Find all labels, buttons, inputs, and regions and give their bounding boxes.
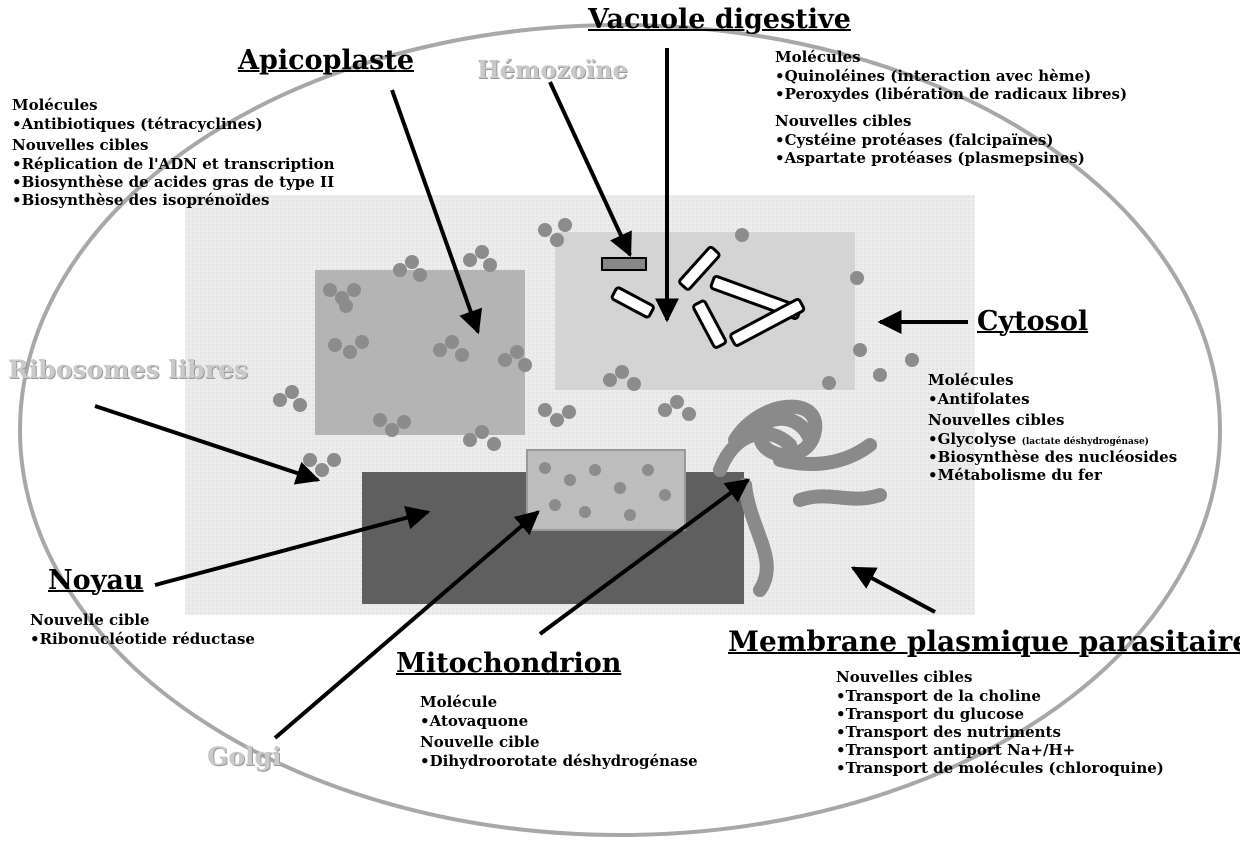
- membrane-info: Nouvelles cibles •Transport de la cholin…: [836, 670, 1164, 779]
- list-item: •Glycolyse (lactate déshydrogénase): [928, 432, 1177, 447]
- vacuole-targets-list: •Cystéine protéases (falcipaïnes) •Aspar…: [775, 133, 1127, 166]
- hemozoine-title: Hémozoïne: [477, 58, 628, 82]
- mito-targets-list: •Dihydroorotate déshydrogénase: [420, 754, 698, 769]
- list-item: •Dihydroorotate déshydrogénase: [420, 754, 698, 769]
- vacuole-targets-label: Nouvelles cibles: [775, 114, 1127, 129]
- list-item: •Atovaquone: [420, 714, 698, 729]
- list-item: •Antibiotiques (tétracyclines): [12, 117, 335, 132]
- vacuole-title: Vacuole digestive: [588, 6, 851, 33]
- mitochondrion-info: Molécule •Atovaquone Nouvelle cible •Dih…: [420, 695, 698, 772]
- apicoplast-molecules-label: Molécules: [12, 98, 335, 113]
- mito-molecules-list: •Atovaquone: [420, 714, 698, 729]
- cytosol-targets-list: •Glycolyse (lactate déshydrogénase) •Bio…: [928, 432, 1177, 483]
- list-item: •Aspartate protéases (plasmepsines): [775, 151, 1127, 166]
- mitochondrion-shape: [527, 450, 685, 530]
- list-item: •Transport antiport Na+/H+: [836, 743, 1164, 758]
- list-item: •Transport du glucose: [836, 707, 1164, 722]
- glycolyse-note: (lactate déshydrogénase): [1022, 437, 1149, 447]
- list-item: •Cystéine protéases (falcipaïnes): [775, 133, 1127, 148]
- noyau-info: Nouvelle cible •Ribonucléotide réductase: [30, 613, 255, 650]
- mito-molecules-label: Molécule: [420, 695, 698, 710]
- list-item: •Peroxydes (libération de radicaux libre…: [775, 87, 1127, 102]
- list-item: •Métabolisme du fer: [928, 468, 1177, 483]
- list-item: •Antifolates: [928, 392, 1177, 407]
- noyau-targets-label: Nouvelle cible: [30, 613, 255, 628]
- list-item: •Transport de molécules (chloroquine): [836, 761, 1164, 776]
- list-item: •Transport des nutriments: [836, 725, 1164, 740]
- cytosol-title: Cytosol: [977, 308, 1088, 335]
- apicoplast-targets-label: Nouvelles cibles: [12, 138, 335, 153]
- golgi-title: Golgi: [207, 744, 282, 769]
- noyau-targets-list: •Ribonucléotide réductase: [30, 632, 255, 647]
- apicoplast-title: Apicoplaste: [238, 47, 414, 74]
- vacuole-molecules-label: Molécules: [775, 50, 1127, 65]
- list-item: •Biosynthèse de acides gras de type II: [12, 175, 335, 190]
- vacuole-molecules-list: •Quinoléines (interaction avec hème) •Pe…: [775, 69, 1127, 102]
- apicoplast-info: Molécules •Antibiotiques (tétracyclines)…: [12, 98, 335, 211]
- membrane-title: Membrane plasmique parasitaire: [728, 628, 1240, 656]
- apicoplast-targets-list: •Réplication de l'ADN et transcription •…: [12, 157, 335, 208]
- noyau-title: Noyau: [48, 567, 144, 594]
- membrane-targets-label: Nouvelles cibles: [836, 670, 1164, 685]
- membrane-targets-list: •Transport de la choline •Transport du g…: [836, 689, 1164, 776]
- mitochondrion-title: Mitochondrion: [396, 650, 621, 677]
- list-item: •Transport de la choline: [836, 689, 1164, 704]
- cytosol-targets-label: Nouvelles cibles: [928, 413, 1177, 428]
- list-item: •Biosynthèse des nucléosides: [928, 450, 1177, 465]
- mito-targets-label: Nouvelle cible: [420, 735, 698, 750]
- list-item: •Biosynthèse des isoprénoïdes: [12, 193, 335, 208]
- list-item: •Ribonucléotide réductase: [30, 632, 255, 647]
- cytosol-molecules-label: Molécules: [928, 373, 1177, 388]
- cytosol-molecules-list: •Antifolates: [928, 392, 1177, 407]
- apicoplast-molecules-list: •Antibiotiques (tétracyclines): [12, 117, 335, 132]
- list-item: •Quinoléines (interaction avec hème): [775, 69, 1127, 84]
- vacuole-info: Molécules •Quinoléines (interaction avec…: [775, 50, 1127, 169]
- list-item: •Réplication de l'ADN et transcription: [12, 157, 335, 172]
- glycolyse-label: •Glycolyse: [928, 430, 1016, 448]
- ribosomes-title: Ribosomes libres: [8, 357, 248, 382]
- cytosol-info: Molécules •Antifolates Nouvelles cibles …: [928, 373, 1177, 486]
